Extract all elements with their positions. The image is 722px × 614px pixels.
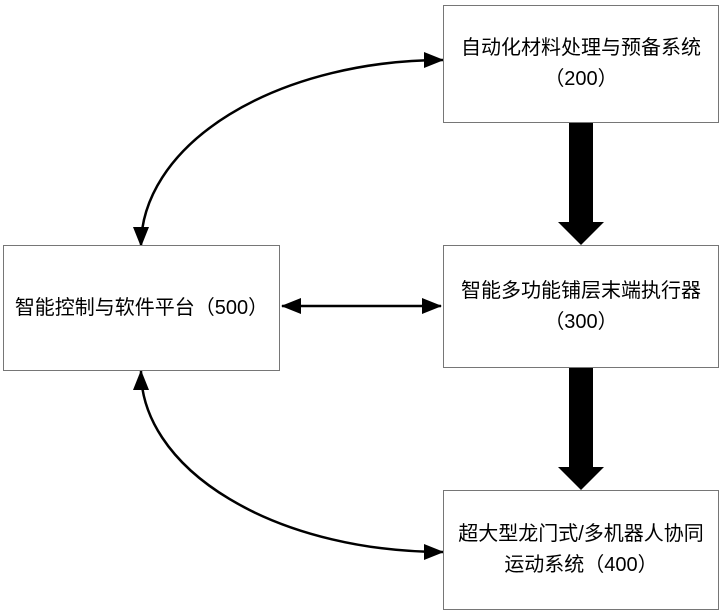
edge-300-400-block-arrow (558, 368, 604, 490)
node-label-line: 自动化材料处理与预备系统 (461, 37, 701, 59)
edge-500-400-curved-double-arrow (133, 370, 444, 560)
node-label-line: 智能控制与软件平台（500） (14, 296, 269, 319)
node-ref-number: （200） (544, 68, 618, 90)
node-gantry-multirobot-motion-system: 超大型龙门式/多机器人协同 运动系统（400） (443, 490, 719, 610)
node-ref-number: （300） (544, 310, 618, 333)
node-intelligent-layup-end-effector: 智能多功能铺层末端执行器 （300） (443, 245, 719, 368)
edge-500-200-curved-double-arrow (133, 52, 444, 247)
edge-200-300-block-arrow (558, 123, 604, 245)
node-intelligent-control-software-platform: 智能控制与软件平台（500） (3, 245, 280, 371)
node-label-line: 智能多功能铺层末端执行器 (461, 279, 701, 302)
node-label-line: 超大型龙门式/多机器人协同 (458, 523, 704, 545)
node-label-line: 运动系统（400） (504, 554, 658, 576)
node-automated-material-handling-system: 自动化材料处理与预备系统 （200） (443, 5, 719, 123)
